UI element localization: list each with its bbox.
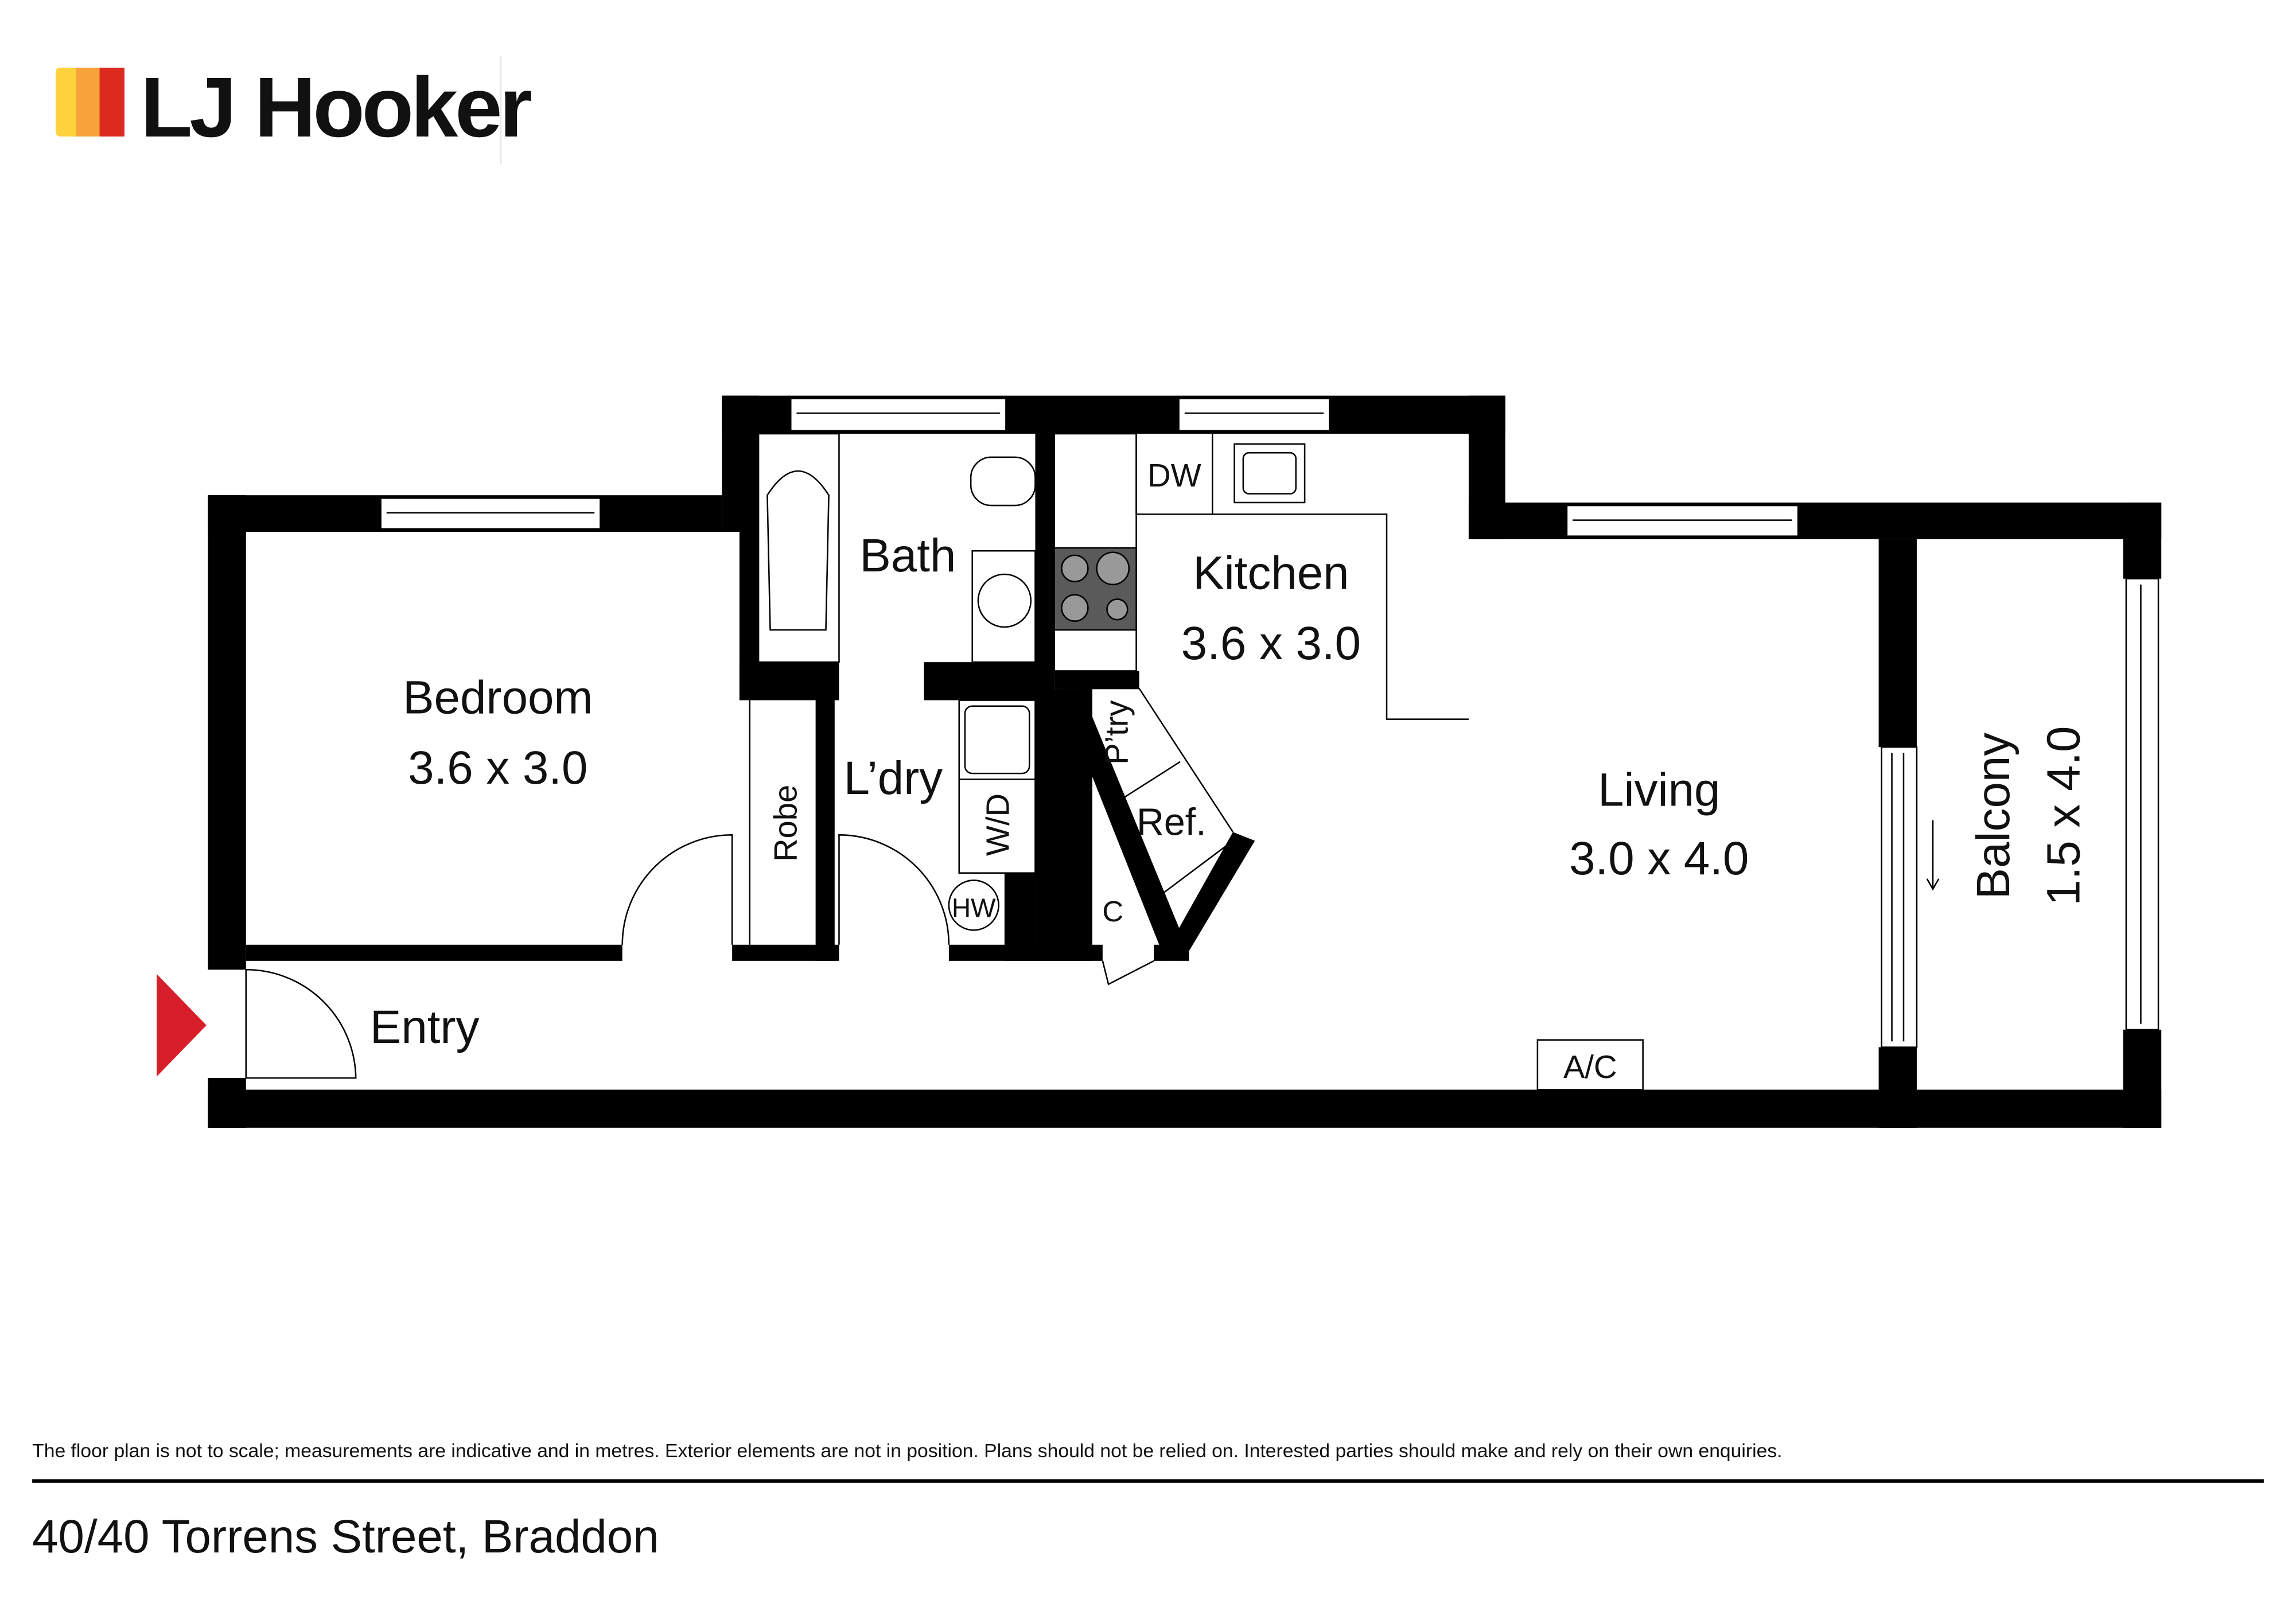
ref-label: Ref. (1137, 801, 1207, 843)
bedroom-label: Bedroom (403, 671, 593, 723)
entry-arrow-icon (157, 974, 207, 1077)
lj-hooker-logo: LJ Hooker (55, 56, 535, 165)
robe-label: Robe (767, 785, 803, 862)
logo-text: LJ Hooker (141, 60, 531, 155)
living-size: 3.0 x 4.0 (1569, 832, 1749, 885)
cupboard-label: C (1102, 895, 1123, 928)
kitchen-label: Kitchen (1193, 547, 1349, 600)
wd-label: W/D (980, 793, 1016, 856)
pantry-label: P’try (1098, 700, 1134, 765)
balcony-size: 1.5 x 4.0 (2037, 726, 2089, 906)
bedroom-door (621, 834, 733, 945)
laundry-door (838, 834, 950, 945)
hot-water-icon (948, 879, 999, 931)
bath-label: Bath (859, 530, 956, 582)
kitchen-sink-icon (1233, 443, 1306, 504)
ac-label: A/C (1563, 1049, 1617, 1085)
bathtub-icon (766, 470, 830, 631)
room-labels: Bedroom 3.6 x 3.0 Bath Kitchen 3.6 x 3.0… (370, 457, 2089, 1085)
kitchen-size: 3.6 x 3.0 (1181, 617, 1361, 670)
dw-label: DW (1147, 457, 1201, 493)
disclaimer: The floor plan is not to scale; measurem… (32, 1441, 1782, 1462)
hw-label: HW (952, 893, 996, 923)
divider (32, 1479, 2264, 1483)
balcony-label: Balcony (1967, 733, 2019, 900)
entry-label: Entry (370, 1001, 480, 1053)
cupboard-door (1102, 960, 1154, 986)
entry-door (245, 968, 357, 1079)
living-label: Living (1598, 764, 1720, 816)
laundry-sink-icon (964, 705, 1030, 774)
basin-icon (977, 573, 1032, 628)
fixtures (245, 433, 1644, 1091)
address: 40/40 Torrens Street, Braddon (32, 1511, 659, 1563)
toilet-icon (970, 456, 1036, 507)
windows (380, 398, 2159, 1048)
bedroom-size: 3.6 x 3.0 (408, 742, 587, 794)
laundry-label: L’dry (844, 752, 943, 804)
